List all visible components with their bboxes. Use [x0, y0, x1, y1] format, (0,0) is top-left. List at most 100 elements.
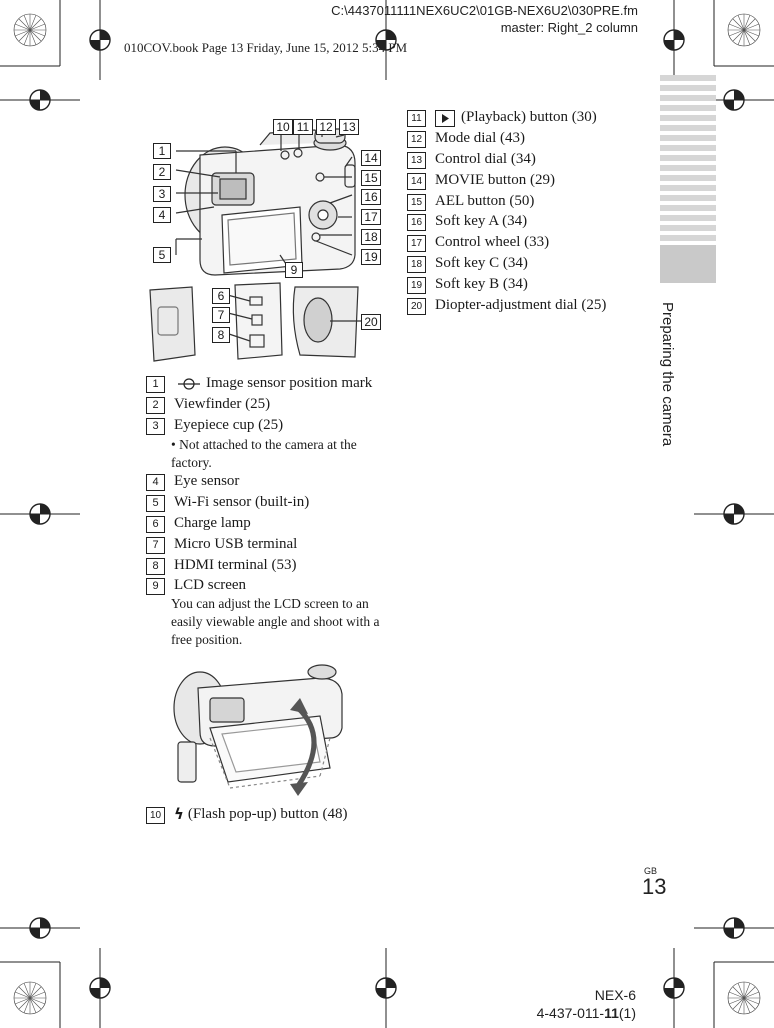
- list-item-12: 12 Mode dial (43): [407, 128, 525, 149]
- list-item-13: 13 Control dial (34): [407, 149, 536, 170]
- item-label: Soft key B (34): [435, 276, 528, 292]
- item-label: Soft key A (34): [435, 213, 528, 229]
- callout-4: 4: [153, 207, 171, 223]
- callout-17: 17: [361, 209, 381, 225]
- item-number: 17: [407, 235, 426, 252]
- item-number: 9: [146, 578, 165, 595]
- callout-19: 19: [361, 249, 381, 265]
- item-label: (Flash pop-up) button (48): [187, 806, 348, 822]
- callout-3: 3: [153, 186, 171, 202]
- list-item-10: 10 ϟ (Flash pop-up) button (48): [146, 804, 347, 825]
- item-number: 7: [146, 537, 165, 554]
- item-label: HDMI terminal (53): [174, 557, 297, 573]
- item-number: 5: [146, 495, 165, 512]
- list-item-2: 2 Viewfinder (25): [146, 394, 270, 415]
- playback-icon: [435, 110, 455, 127]
- item-label: Mode dial (43): [435, 130, 525, 146]
- list-item-1: 1 Image sensor position mark: [146, 373, 372, 394]
- callout-14: 14: [361, 150, 381, 166]
- item-number: 16: [407, 214, 426, 231]
- list-item-5: 5 Wi-Fi sensor (built-in): [146, 492, 309, 513]
- page-language-code: GB: [644, 866, 658, 876]
- list-item-17: 17 Control wheel (33): [407, 232, 549, 253]
- book-info-line: 010COV.book Page 13 Friday, June 15, 201…: [124, 40, 408, 55]
- list-item-19: 19 Soft key B (34): [407, 274, 528, 295]
- item-label: Viewfinder (25): [174, 396, 271, 412]
- item-number: 19: [407, 277, 426, 294]
- item-label: LCD screen: [174, 577, 247, 593]
- item-label: Control dial (34): [435, 151, 536, 167]
- list-item-7: 7 Micro USB terminal: [146, 534, 297, 555]
- callout-8: 8: [212, 327, 230, 343]
- item-number: 14: [407, 173, 426, 190]
- callout-18: 18: [361, 229, 381, 245]
- callout-7: 7: [212, 307, 230, 323]
- list-item-4: 4 Eye sensor: [146, 471, 239, 492]
- callout-5: 5: [153, 247, 171, 263]
- list-item-15: 15 AEL button (50): [407, 191, 534, 212]
- item-number: 13: [407, 152, 426, 169]
- section-label-text: Preparing the camera: [659, 302, 676, 447]
- master-page: master: Right_2 column: [500, 20, 638, 35]
- list-item-18: 18 Soft key C (34): [407, 253, 528, 274]
- callout-13: 13: [339, 119, 359, 135]
- callout-9: 9: [285, 262, 303, 278]
- item-number: 10: [146, 807, 165, 824]
- callout-12: 12: [316, 119, 336, 135]
- flash-icon: ϟ: [174, 805, 184, 823]
- tilting-lcd-illustration: [173, 664, 343, 796]
- list-item-11: 11 (Playback) button (30): [407, 107, 597, 128]
- item-number: 1: [146, 376, 165, 393]
- item-label: Diopter-adjustment dial (25): [435, 297, 607, 313]
- callout-2: 2: [153, 164, 171, 180]
- item-label: Charge lamp: [174, 515, 251, 531]
- item-number: 18: [407, 256, 426, 273]
- model-name: NEX-6: [594, 987, 636, 1003]
- camera-rear-diagram: [149, 128, 362, 362]
- item-label: Eyepiece cup (25): [174, 417, 284, 433]
- file-header: C:\4437011111NEX6UC2\01GB-NEX6U2\030PRE.…: [331, 2, 638, 36]
- item-number: 3: [146, 418, 165, 435]
- list-item-6: 6 Charge lamp: [146, 513, 251, 534]
- item-label: Image sensor position mark: [206, 375, 373, 391]
- item-number: 11: [407, 110, 426, 127]
- item-number: 6: [146, 516, 165, 533]
- item-number: 4: [146, 474, 165, 491]
- section-tab-stripes: [660, 75, 716, 283]
- list-item-20: 20 Diopter-adjustment dial (25): [407, 295, 606, 316]
- callout-10: 10: [273, 119, 293, 135]
- item-9-note: You can adjust the LCD screen to an easi…: [171, 596, 380, 647]
- item-label: Control wheel (33): [435, 234, 550, 250]
- item-label: Micro USB terminal: [174, 536, 298, 552]
- callout-16: 16: [361, 189, 381, 205]
- item-label: AEL button (50): [435, 193, 535, 209]
- item-label: Eye sensor: [174, 473, 240, 489]
- item-label: (Playback) button (30): [461, 109, 597, 125]
- item-3-note: • Not attached to the camera at the fact…: [171, 437, 357, 470]
- list-item-16: 16 Soft key A (34): [407, 211, 527, 232]
- item-number: 15: [407, 194, 426, 211]
- callout-15: 15: [361, 170, 381, 186]
- image-sensor-mark-icon: [178, 378, 200, 390]
- item-number: 8: [146, 558, 165, 575]
- part-code: 4-437-011-11(1): [536, 1005, 636, 1021]
- file-path: C:\4437011111NEX6UC2\01GB-NEX6U2\030PRE.…: [331, 3, 638, 18]
- item-number: 20: [407, 298, 426, 315]
- callout-20: 20: [361, 314, 381, 330]
- callout-11: 11: [293, 119, 313, 135]
- item-label: Soft key C (34): [435, 255, 528, 271]
- page-number-value: 13: [642, 874, 667, 899]
- item-number: 2: [146, 397, 165, 414]
- item-number: 12: [407, 131, 426, 148]
- item-label: Wi-Fi sensor (built-in): [174, 494, 310, 510]
- list-item-3: 3 Eyepiece cup (25): [146, 415, 283, 436]
- list-item-8: 8 HDMI terminal (53): [146, 555, 296, 576]
- item-label: MOVIE button (29): [435, 172, 555, 188]
- list-item-9: 9 LCD screen: [146, 575, 246, 596]
- footer-info: NEX-6 4-437-011-11(1): [537, 986, 636, 1022]
- list-item-14: 14 MOVIE button (29): [407, 170, 555, 191]
- callout-6: 6: [212, 288, 230, 304]
- page-number: GB 13: [642, 866, 666, 899]
- callout-1: 1: [153, 143, 171, 159]
